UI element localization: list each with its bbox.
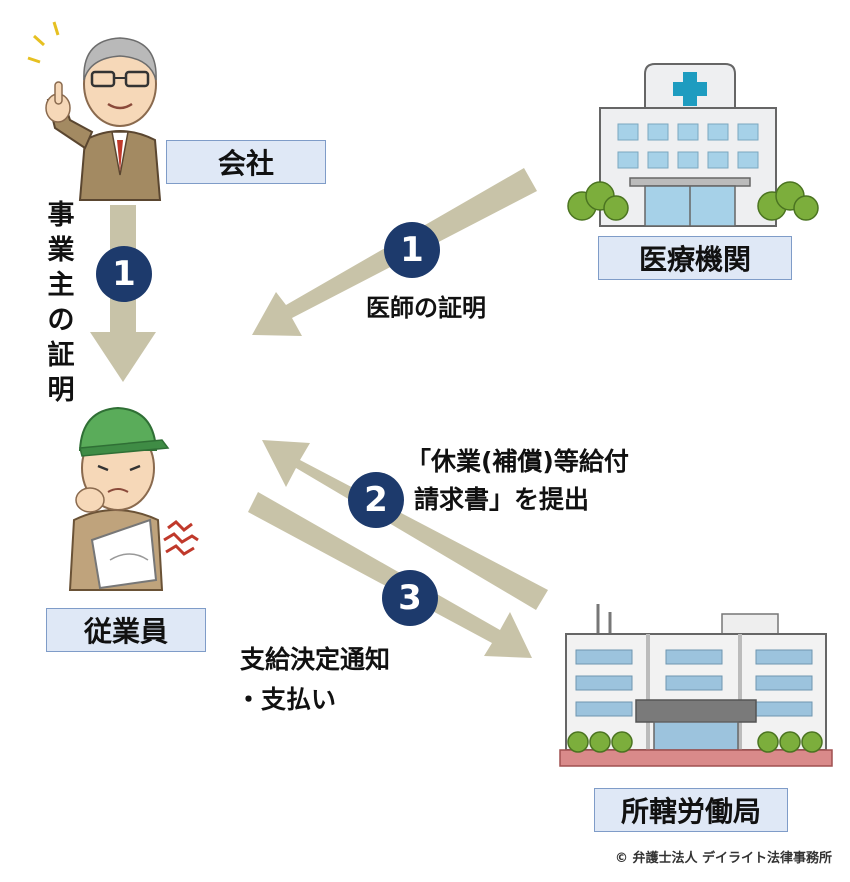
- labor-office-label: 所轄労働局: [594, 788, 788, 832]
- arrow-employee-to-office-claim: [262, 440, 548, 610]
- hospital-label: 医療機関: [598, 236, 792, 280]
- injured-worker-illustration: [68, 406, 199, 591]
- company-label: 会社: [166, 140, 326, 184]
- arrow-office-to-employee-payment: [248, 492, 532, 658]
- copyright-notice: © 弁護士法人 デイライト法律事務所: [614, 851, 832, 866]
- office-building-illustration: [559, 604, 833, 767]
- step-badge-doctor: 1: [384, 222, 440, 278]
- doctor-certification-label: 医師の証明: [366, 294, 486, 322]
- payment-label-line2: ・支払い: [236, 685, 337, 714]
- claim-label-line2: 請求書」を提出: [414, 485, 590, 514]
- employer-certification-label: 事業主の証明: [47, 200, 75, 406]
- payment-label-line1: 支給決定通知: [240, 645, 391, 674]
- claim-label-line1: 「休業(補償)等給付: [406, 447, 629, 476]
- step-badge-employer: 1: [96, 246, 152, 302]
- manager-illustration: [27, 21, 162, 201]
- employee-label: 従業員: [46, 608, 206, 652]
- step-badge-claim: 2: [348, 472, 404, 528]
- step-badge-payment: 3: [382, 570, 438, 626]
- hospital-illustration: [567, 63, 819, 227]
